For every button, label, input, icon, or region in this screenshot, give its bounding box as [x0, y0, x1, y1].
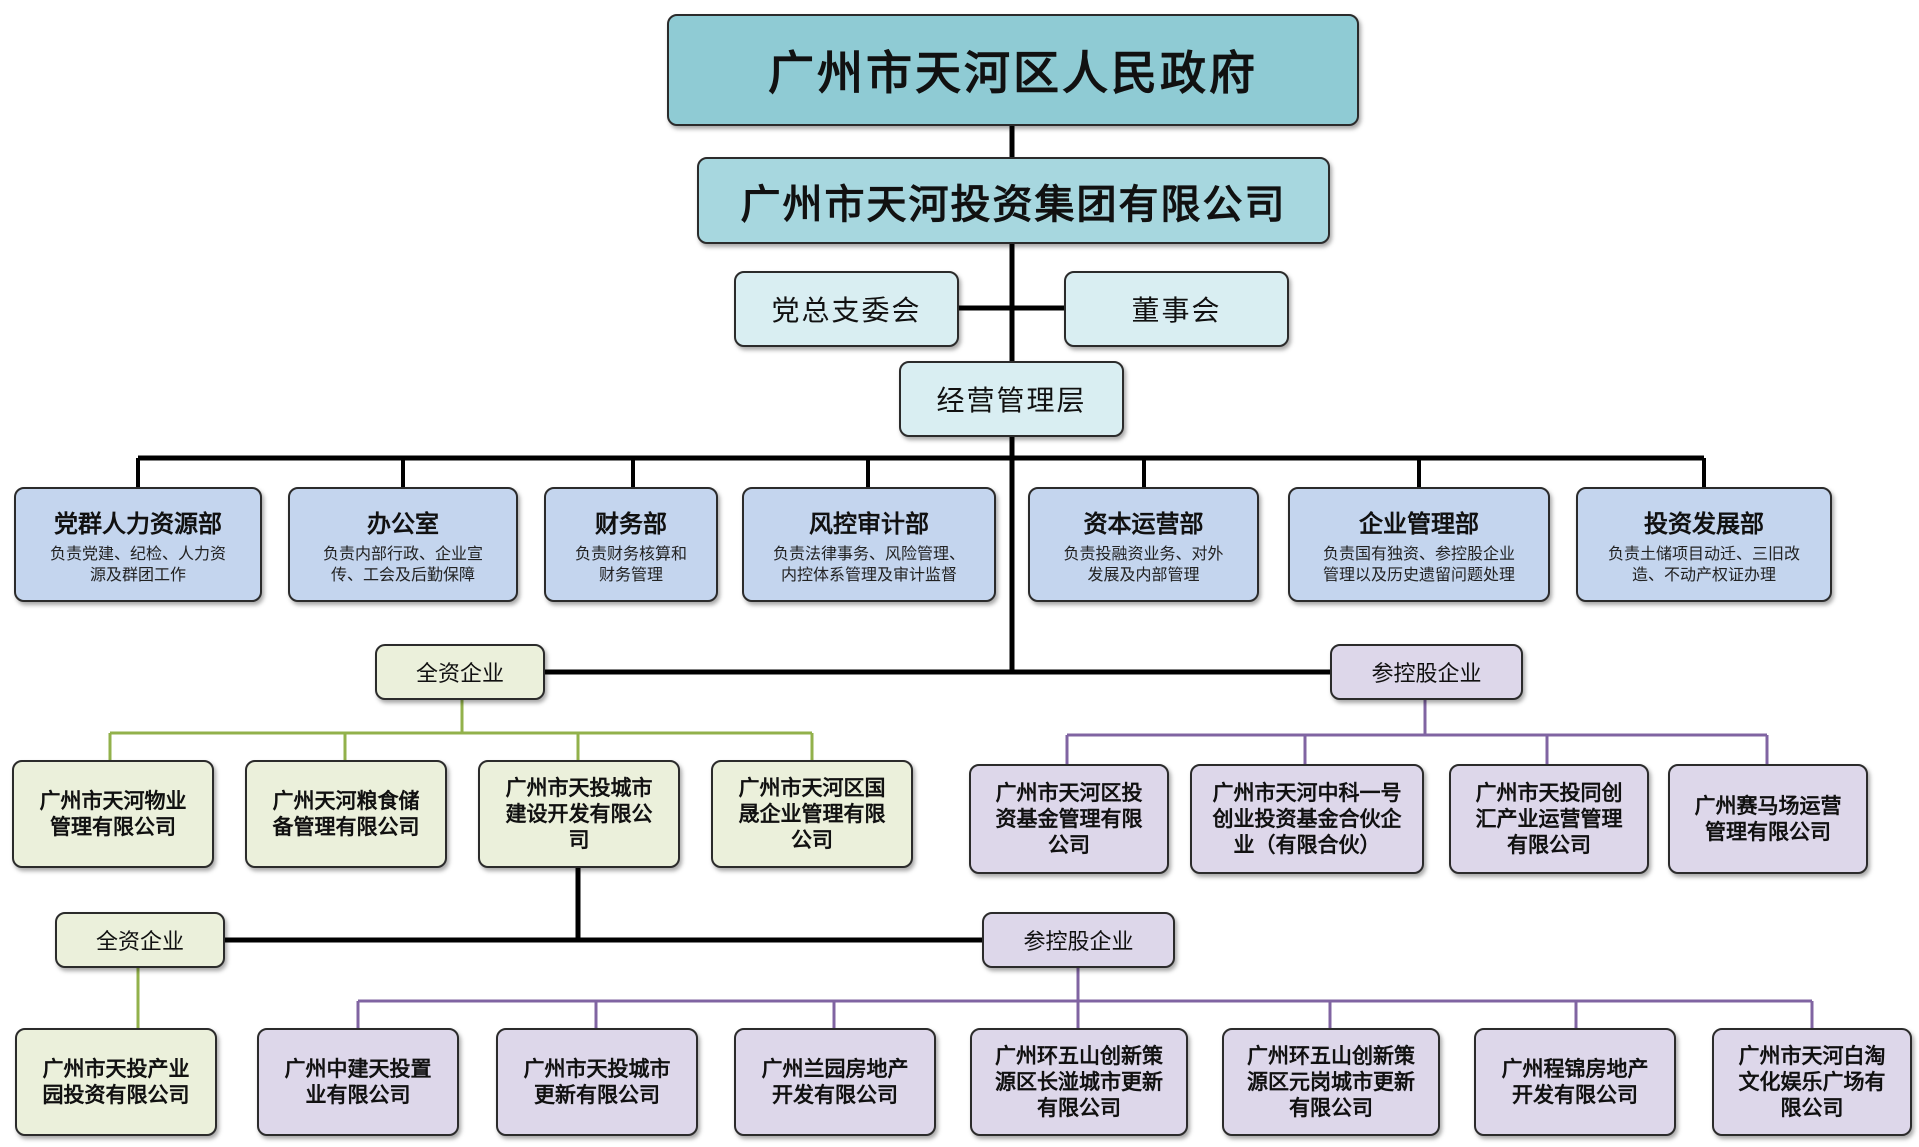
enterprise-name: 广州中建天投置 业有限公司	[284, 1056, 432, 1107]
enterprise-name: 广州市天河区投 资基金管理有限 公司	[995, 780, 1143, 857]
board-node: 董事会	[1064, 271, 1289, 347]
category-label: 全资企业	[415, 662, 504, 687]
enterprise-name: 广州天河粮食储 备管理有限公司	[272, 788, 420, 839]
enterprise-name: 广州市天河白淘 文化娱乐广场有 限公司	[1738, 1043, 1886, 1120]
tier1-holding-label: 参控股企业	[1330, 644, 1523, 700]
enterprise-zhongke-fund: 广州市天河中科一号 创业投资基金合伙企 业（有限合伙）	[1190, 764, 1424, 874]
enterprise-guosheng: 广州市天河区国 晟企业管理有限 公司	[711, 760, 913, 868]
tier2-wholly-owned-label: 全资企业	[55, 912, 225, 968]
department-risk-audit: 风控审计部 负责法律事务、风险管理、 内控体系管理及审计监督	[742, 487, 996, 602]
department-desc: 负责法律事务、风险管理、 内控体系管理及审计监督	[772, 544, 965, 584]
enterprise-name: 广州市天河中科一号 创业投资基金合伙企 业（有限合伙）	[1212, 780, 1402, 857]
party-committee-node: 党总支委会	[734, 271, 959, 347]
department-name: 企业管理部	[1359, 509, 1479, 538]
board-label: 董事会	[1131, 294, 1222, 327]
enterprise-name: 广州兰园房地产 开发有限公司	[761, 1056, 909, 1107]
department-name: 风控审计部	[809, 509, 929, 538]
enterprise-name: 广州市天河物业 管理有限公司	[39, 788, 187, 839]
enterprise-tianhe-property: 广州市天河物业 管理有限公司	[12, 760, 214, 868]
enterprise-chengjin: 广州程锦房地产 开发有限公司	[1474, 1028, 1676, 1136]
enterprise-name: 广州赛马场运营 管理有限公司	[1694, 793, 1842, 844]
department-finance: 财务部 负责财务核算和 财务管理	[544, 487, 718, 602]
department-desc: 负责投融资业务、对外 发展及内部管理	[1063, 544, 1224, 584]
enterprise-urban-renewal: 广州市天投城市 更新有限公司	[496, 1028, 698, 1136]
department-name: 投资发展部	[1644, 509, 1764, 538]
management-label: 经营管理层	[936, 384, 1087, 417]
department-name: 财务部	[595, 509, 667, 538]
enterprise-name: 广州市天投同创 汇产业运营管理 有限公司	[1475, 780, 1623, 857]
government-label: 广州市天河区人民政府	[768, 46, 1258, 100]
department-desc: 负责内部行政、企业宣 传、工会及后勤保障	[322, 544, 483, 584]
department-office: 办公室 负责内部行政、企业宣 传、工会及后勤保障	[288, 487, 518, 602]
enterprise-yuangang-renewal: 广州环五山创新策 源区元岗城市更新 有限公司	[1222, 1028, 1440, 1136]
department-desc: 负责国有独资、参控股企业 管理以及历史遗留问题处理	[1322, 544, 1515, 584]
department-desc: 负责党建、纪检、人力资 源及群团工作	[49, 544, 226, 584]
enterprise-name: 广州市天投城市 更新有限公司	[523, 1056, 671, 1107]
department-name: 党群人力资源部	[54, 509, 222, 538]
department-capital: 资本运营部 负责投融资业务、对外 发展及内部管理	[1028, 487, 1259, 602]
department-party-hr: 党群人力资源部 负责党建、纪检、人力资 源及群团工作	[14, 487, 262, 602]
tier2-holding-label: 参控股企业	[982, 912, 1175, 968]
department-enterprise-mgmt: 企业管理部 负责国有独资、参控股企业 管理以及历史遗留问题处理	[1288, 487, 1550, 602]
enterprise-name: 广州环五山创新策 源区长湴城市更新 有限公司	[995, 1043, 1163, 1120]
enterprise-fund-management: 广州市天河区投 资基金管理有限 公司	[969, 764, 1169, 874]
management-node: 经营管理层	[899, 361, 1124, 437]
group-company-label: 广州市天河投资集团有限公司	[740, 180, 1287, 228]
group-company-node: 广州市天河投资集团有限公司	[697, 157, 1330, 244]
enterprise-lanyuan: 广州兰园房地产 开发有限公司	[734, 1028, 936, 1136]
enterprise-name: 广州市天投产业 园投资有限公司	[42, 1056, 190, 1107]
enterprise-changban-renewal: 广州环五山创新策 源区长湴城市更新 有限公司	[970, 1028, 1188, 1136]
department-investment: 投资发展部 负责土储项目动迁、三旧改 造、不动产权证办理	[1576, 487, 1832, 602]
enterprise-name: 广州程锦房地产 开发有限公司	[1501, 1056, 1649, 1107]
enterprise-baitao-plaza: 广州市天河白淘 文化娱乐广场有 限公司	[1712, 1028, 1912, 1136]
government-node: 广州市天河区人民政府	[667, 14, 1359, 126]
department-desc: 负责土储项目动迁、三旧改 造、不动产权证办理	[1607, 544, 1800, 584]
category-label: 参控股企业	[1023, 930, 1134, 955]
enterprise-grain-reserve: 广州天河粮食储 备管理有限公司	[245, 760, 447, 868]
enterprise-racecourse: 广州赛马场运营 管理有限公司	[1668, 764, 1868, 874]
enterprise-cscec-tiantou: 广州中建天投置 业有限公司	[257, 1028, 459, 1136]
tier1-wholly-owned-label: 全资企业	[375, 644, 545, 700]
enterprise-urban-construction: 广州市天投城市 建设开发有限公 司	[478, 760, 680, 868]
department-name: 资本运营部	[1083, 509, 1204, 538]
enterprise-industrial-park: 广州市天投产业 园投资有限公司	[15, 1028, 217, 1136]
enterprise-name: 广州市天投城市 建设开发有限公 司	[505, 775, 653, 852]
department-name: 办公室	[367, 509, 439, 538]
enterprise-tongchuanghui: 广州市天投同创 汇产业运营管理 有限公司	[1449, 764, 1649, 874]
category-label: 参控股企业	[1371, 662, 1482, 687]
category-label: 全资企业	[95, 930, 184, 955]
department-desc: 负责财务核算和 财务管理	[574, 544, 687, 584]
enterprise-name: 广州市天河区国 晟企业管理有限 公司	[738, 775, 886, 852]
enterprise-name: 广州环五山创新策 源区元岗城市更新 有限公司	[1247, 1043, 1415, 1120]
party-committee-label: 党总支委会	[771, 294, 922, 327]
